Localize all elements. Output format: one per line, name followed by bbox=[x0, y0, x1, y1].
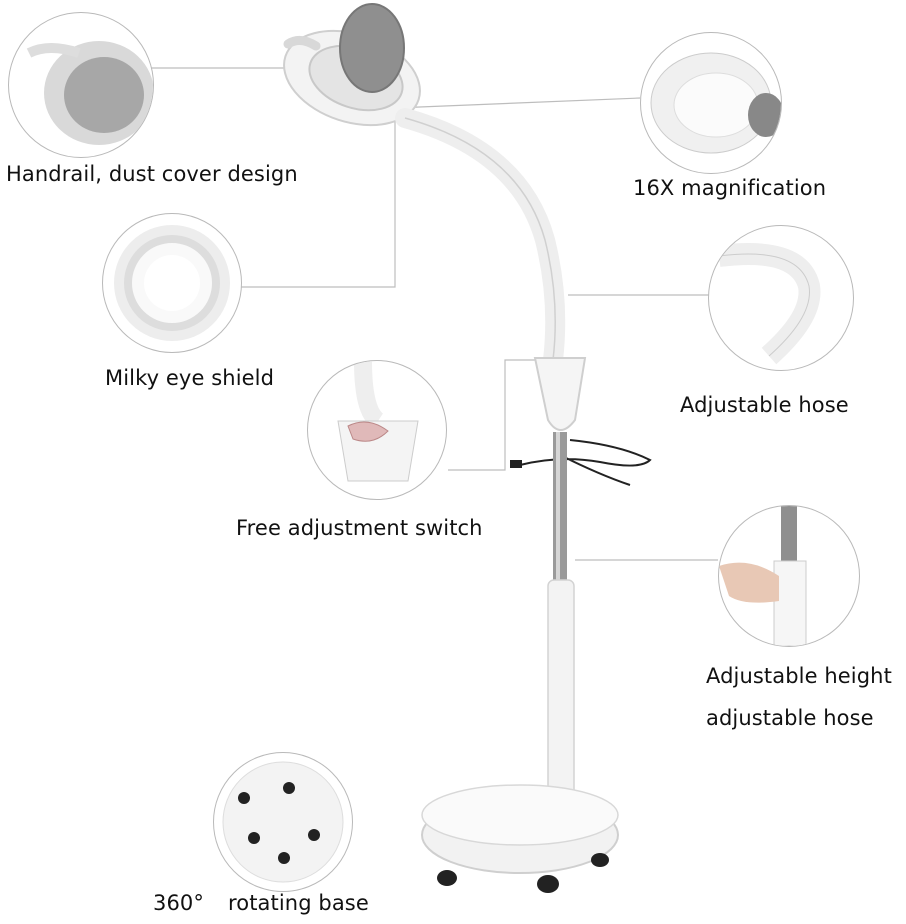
callout-handrail bbox=[8, 12, 154, 158]
rolling-base bbox=[421, 784, 619, 893]
lower-pole bbox=[547, 579, 575, 801]
gooseneck-hose bbox=[395, 108, 566, 370]
callout-hose bbox=[708, 225, 854, 371]
switch-joint bbox=[533, 357, 587, 431]
switch-label: Free adjustment switch bbox=[236, 516, 483, 540]
callout-eye-shield bbox=[102, 213, 242, 353]
magnifier-head bbox=[283, 3, 421, 127]
callout-base bbox=[213, 752, 353, 892]
eye-shield-label: Milky eye shield bbox=[105, 366, 275, 390]
callout-height bbox=[718, 505, 860, 647]
base-label: rotating base bbox=[228, 891, 369, 915]
power-cord bbox=[519, 439, 652, 486]
callout-magnification bbox=[640, 32, 782, 174]
hose-label: Adjustable hose bbox=[680, 393, 849, 417]
callout-lines bbox=[150, 67, 718, 561]
handrail-label: Handrail, dust cover design bbox=[6, 162, 298, 186]
height-label-line2: adjustable hose bbox=[706, 706, 874, 730]
base-degrees: 360° bbox=[153, 891, 204, 915]
callout-switch bbox=[307, 360, 447, 500]
magnification-label: 16X magnification bbox=[633, 176, 827, 200]
height-label-line1: Adjustable height bbox=[706, 664, 892, 688]
